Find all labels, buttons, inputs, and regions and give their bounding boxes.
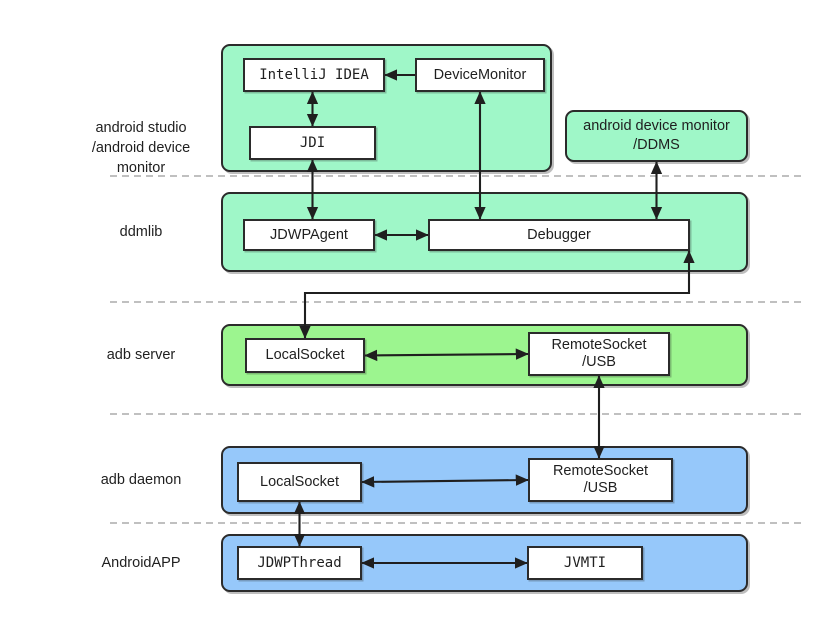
node-adb-server-localsocket: LocalSocket	[245, 338, 365, 373]
node-adb-daemon-remotesocket: RemoteSocket /USB	[528, 458, 673, 502]
connector-debugger-server-localsocket	[299, 250, 695, 339]
layer-label-ddmlib: ddmlib	[119, 224, 163, 240]
node-adb-daemon-localsocket: LocalSocket	[237, 462, 362, 502]
node-jdi: JDI	[249, 126, 376, 160]
layer-label-android-studio: android studio /android device monitor	[91, 120, 191, 176]
node-debugger: Debugger	[428, 219, 690, 251]
node-jvmti: JVMTI	[527, 546, 643, 580]
layer-label-adb-daemon: adb daemon	[100, 472, 182, 488]
node-android-device-monitor-ddms: android device monitor /DDMS	[565, 110, 748, 162]
node-jdwpagent: JDWPAgent	[243, 219, 375, 251]
layer-label-adb-server: adb server	[106, 347, 176, 363]
connector-server-local-remote	[364, 348, 529, 362]
node-device-monitor: DeviceMonitor	[415, 58, 545, 92]
node-jdwpthread: JDWPThread	[237, 546, 362, 580]
node-adb-server-remotesocket: RemoteSocket /USB	[528, 332, 670, 376]
layer-label-android-app: AndroidAPP	[101, 555, 181, 571]
node-intellij-idea: IntelliJ IDEA	[243, 58, 385, 92]
connector-daemon-local-remote	[361, 474, 529, 488]
